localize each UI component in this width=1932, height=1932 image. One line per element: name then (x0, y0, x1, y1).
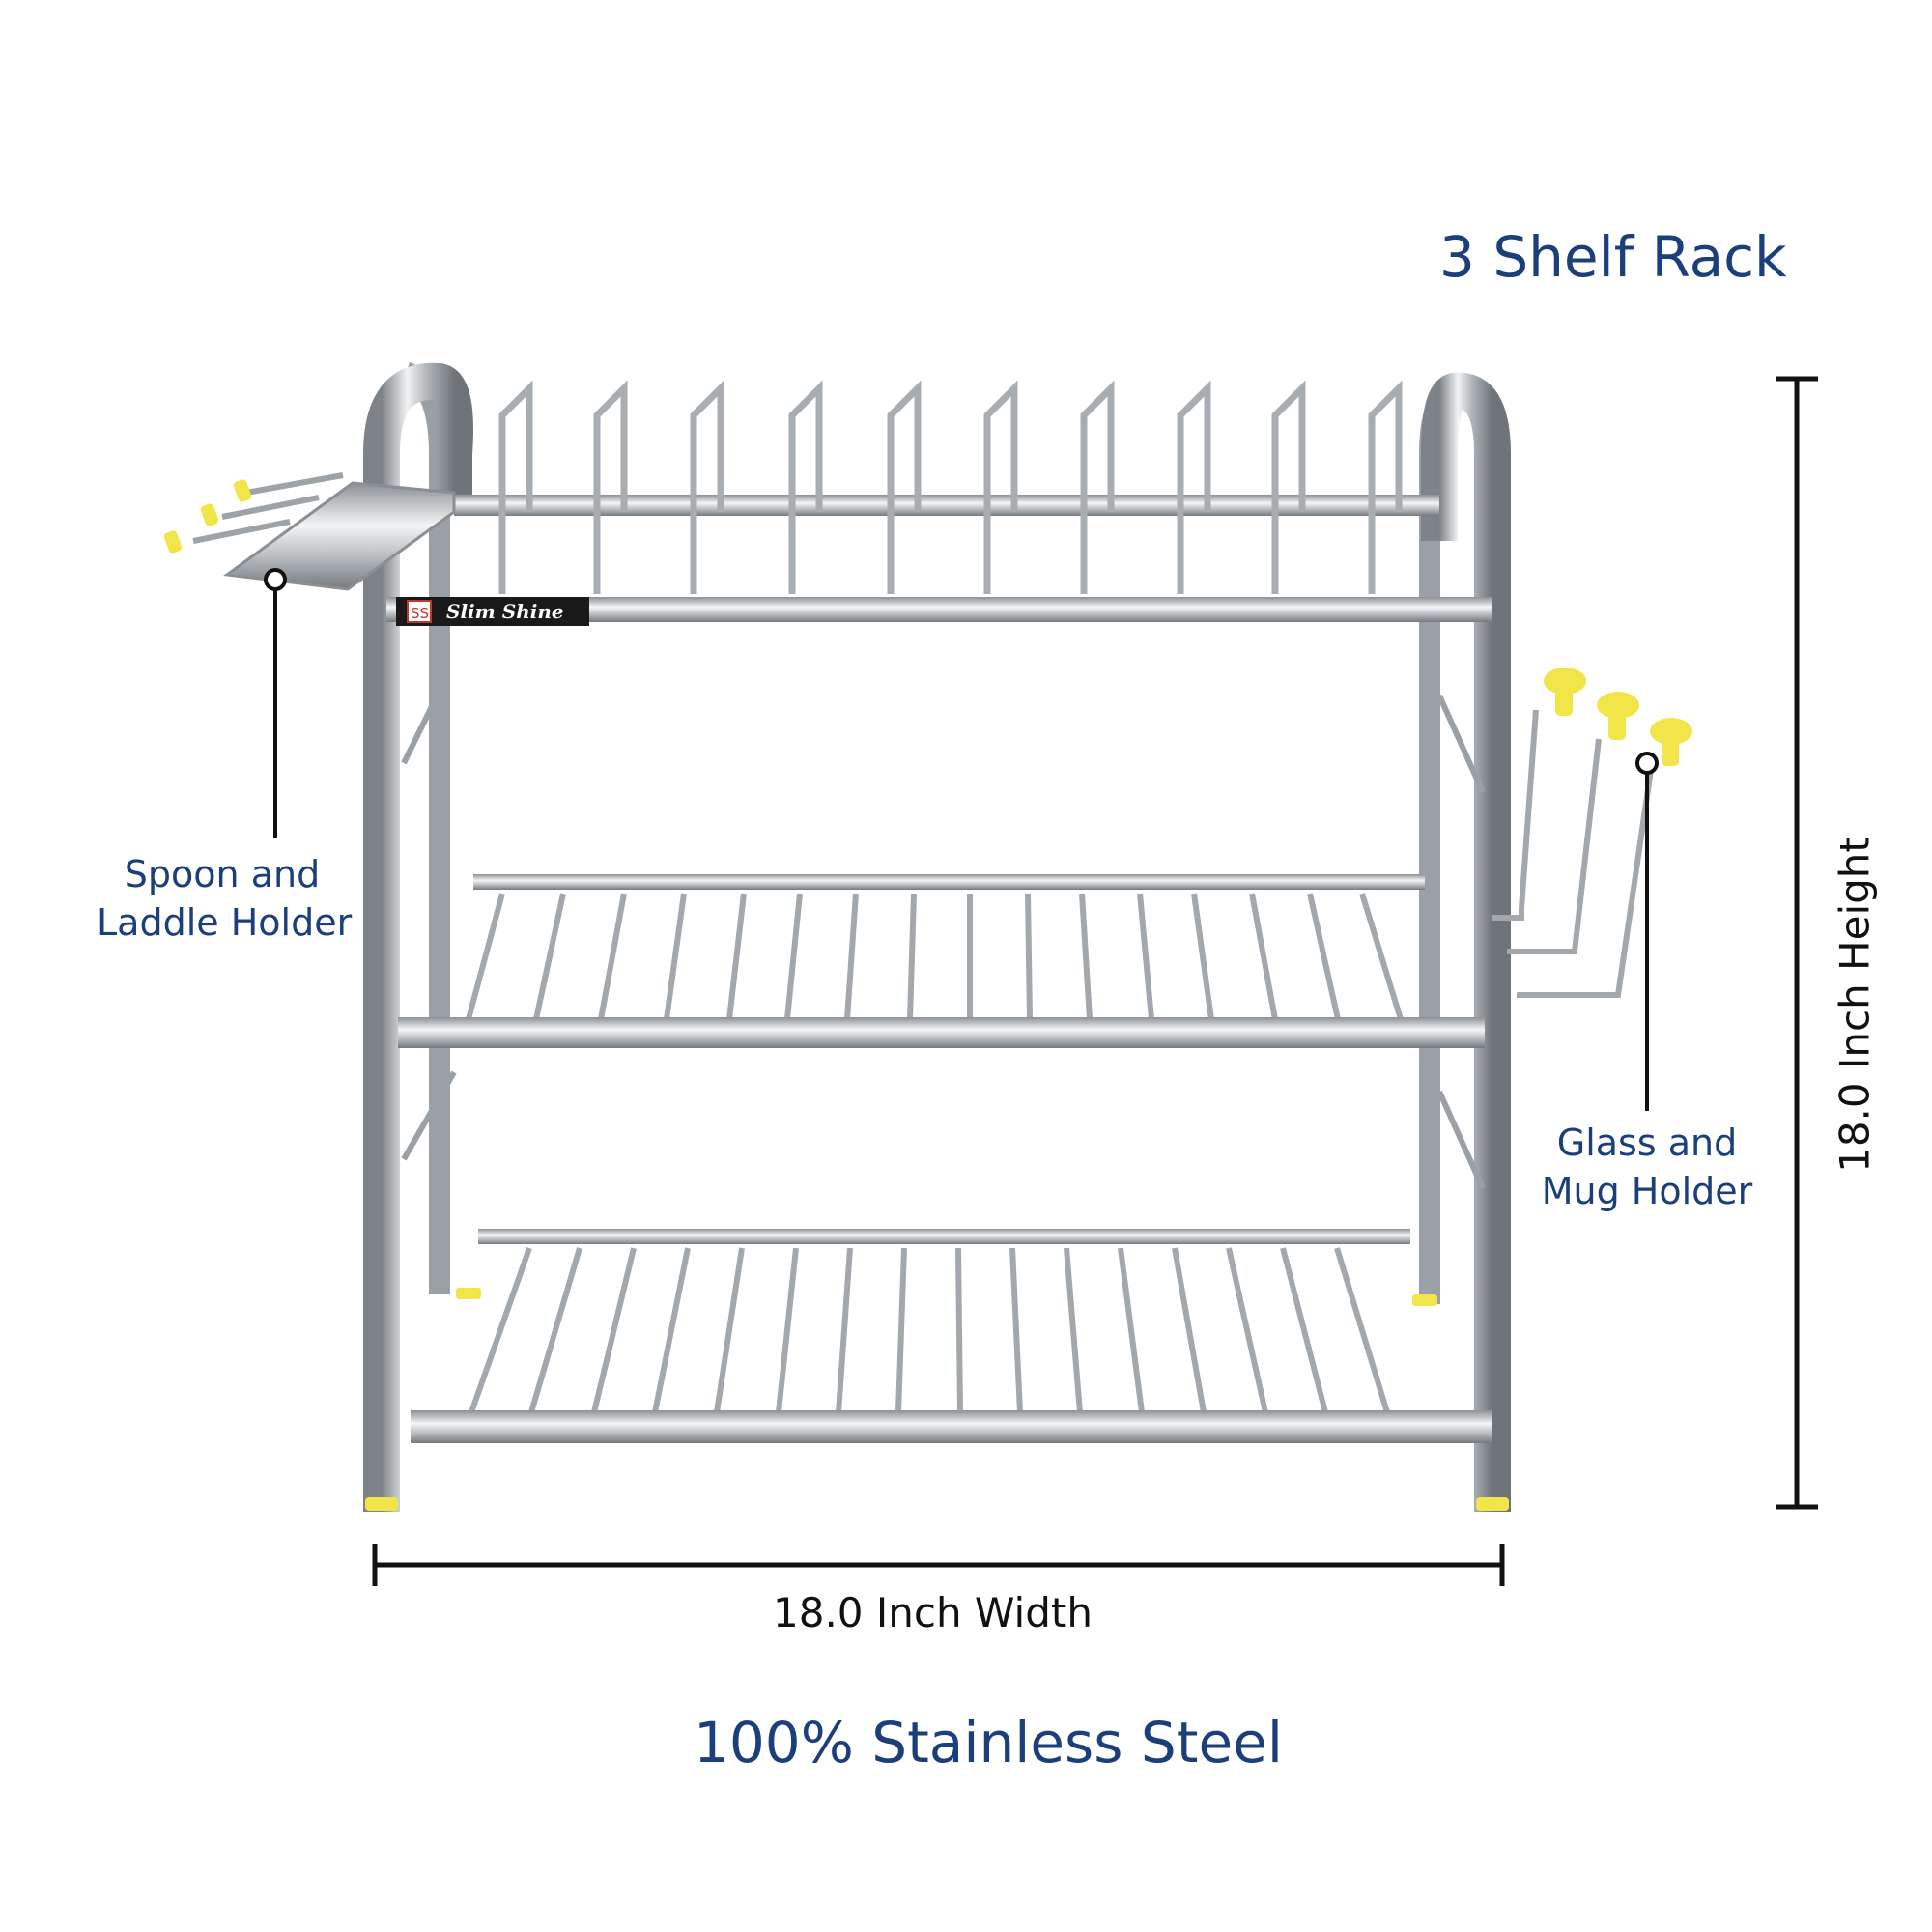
spoon-holder-line2: Laddle Holder (97, 901, 353, 944)
bottom-caption: 100% Stainless Steel (694, 1710, 1283, 1776)
brand-badge: SS Slim Shine (396, 597, 589, 626)
front-left-upright (363, 362, 473, 1512)
width-dimension-line (372, 1544, 1505, 1586)
plate-dividers (498, 380, 1403, 594)
front-right-upright (1421, 372, 1511, 1512)
glass-holder-callout: Glass and Mug Holder (1536, 1119, 1758, 1215)
spoon-holder-line1: Spoon and (124, 853, 321, 895)
width-label: 18.0 Inch Width (773, 1589, 1093, 1636)
glass-holder-line2: Mug Holder (1541, 1170, 1753, 1212)
glass-holder-line1: Glass and (1556, 1122, 1738, 1164)
spoon-holder-callout: Spoon and Laddle Holder (97, 850, 353, 947)
height-dimension-line (1776, 376, 1818, 1510)
callout-leaders (264, 568, 1659, 1111)
cross-braces (401, 679, 1486, 1190)
mug-hook-caps (1544, 668, 1692, 766)
rack-feet (365, 1288, 1509, 1511)
middle-shelf (398, 874, 1485, 1048)
top-back-bar (454, 495, 1439, 516)
brand-logo: SS (411, 605, 429, 622)
bottom-shelf (411, 1229, 1492, 1443)
spoon-holder-illustration (163, 472, 456, 591)
height-label: 18.0 Inch Height (1831, 837, 1879, 1173)
glass-holder-illustration (1492, 709, 1655, 998)
title: 3 Shelf Rack (1439, 224, 1787, 290)
brand-name: Slim Shine (446, 600, 564, 623)
